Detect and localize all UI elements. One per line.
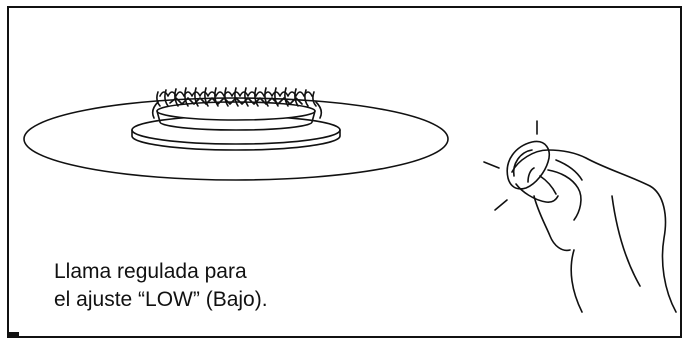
caption-line-1: Llama regulada para — [54, 260, 247, 283]
caption-line-2: el ajuste “LOW” (Bajo). — [54, 288, 268, 311]
caption: Llama regulada para el ajuste “LOW” (Baj… — [54, 258, 268, 314]
hand-turning-knob-icon — [483, 120, 677, 313]
frame-corner-mark — [7, 332, 19, 336]
low-flame-icon — [151, 87, 323, 119]
burner-cap — [156, 101, 316, 131]
